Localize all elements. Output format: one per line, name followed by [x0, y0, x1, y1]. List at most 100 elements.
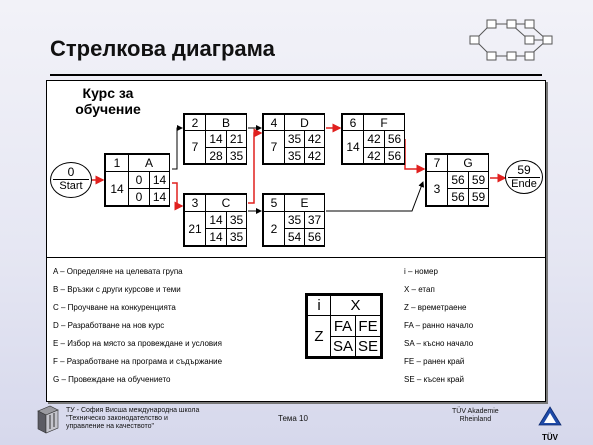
node-c-stage: C [205, 194, 247, 212]
node-c-sa: 14 [205, 228, 227, 246]
diagram-thumbnail-icon [469, 19, 553, 61]
node-key-i: i [307, 295, 331, 316]
node-d: 4 D 7 35 42 35 42 [262, 113, 325, 165]
node-d-sa: 35 [284, 147, 305, 164]
footer-school-line-2: "Техническо законодателство и [66, 415, 168, 422]
node-key-x: X [330, 295, 381, 316]
node-d-number: 4 [263, 114, 285, 131]
node-key-fe: FE [355, 315, 381, 337]
footer-school: ТУ - София Висша международна школа "Тех… [66, 407, 199, 431]
node-g-duration: 3 [426, 171, 448, 206]
node-key-fa: FA [330, 315, 356, 337]
arrow-c-d [248, 128, 263, 204]
node-e-se: 56 [304, 228, 325, 246]
node-c-number: 3 [184, 194, 206, 212]
tuv-triangle-icon [538, 406, 562, 426]
node-b-fa: 14 [205, 130, 227, 148]
footer-academy: TÜV Akademie Rheinland [452, 408, 499, 424]
end-node-divider [508, 177, 540, 178]
legend-key-fa: FA – ранно начало [404, 321, 474, 330]
node-d-fe: 42 [304, 130, 325, 148]
university-logo-icon [37, 405, 59, 434]
node-d-duration: 7 [263, 130, 285, 164]
start-node: 0 Start [50, 162, 92, 198]
node-a-se: 14 [149, 188, 170, 206]
node-b-se: 35 [226, 147, 247, 164]
node-f-fa: 42 [363, 130, 385, 148]
node-g-sa: 56 [447, 188, 469, 206]
legend-item-e: E – Избор на място за провеждане и услов… [53, 339, 222, 348]
node-key-sa: SA [330, 336, 356, 357]
node-b-stage: B [205, 114, 247, 131]
node-g-number: 7 [426, 154, 448, 172]
legend-item-d: D – Разработване на нов курс [53, 321, 165, 330]
node-e-sa: 54 [284, 228, 305, 246]
node-d-stage: D [284, 114, 325, 131]
node-c-duration: 21 [184, 211, 206, 246]
node-a-fa: 0 [128, 171, 150, 189]
legend-key-sa: SA – късно начало [404, 339, 474, 348]
node-a-fe: 14 [149, 171, 170, 189]
node-key-z: Z [307, 315, 331, 357]
node-g: 7 G 3 56 59 56 59 [425, 153, 489, 207]
node-f-sa: 42 [363, 147, 385, 164]
page-title: Стрелкова диаграма [50, 36, 275, 61]
end-node: 59 Ende [505, 160, 543, 194]
footer-school-line-1: ТУ - София Висша международна школа [66, 407, 200, 414]
node-a-stage: A [128, 154, 170, 172]
node-c-se: 35 [226, 228, 247, 246]
arrow-e-g [326, 181, 425, 212]
node-g-fa: 56 [447, 171, 469, 189]
footer-academy-line-1: TÜV Akademie [452, 408, 499, 415]
node-f-se: 56 [384, 147, 405, 164]
legend-item-g: G – Провеждане на обучението [53, 375, 171, 384]
node-c-fe: 35 [226, 211, 247, 229]
node-f-number: 6 [342, 114, 364, 131]
node-e: 5 E 2 35 37 54 56 [262, 193, 325, 247]
legend-key-fe: FE – ранен край [404, 357, 465, 366]
node-e-duration: 2 [263, 211, 285, 246]
diagram-panel: Курс за обучение 0 Start 59 Ende 1 A 14 … [46, 80, 546, 402]
node-e-fe: 37 [304, 211, 325, 229]
node-e-fa: 35 [284, 211, 305, 229]
node-f: 6 F 14 42 56 42 56 [341, 113, 405, 165]
node-a-number: 1 [105, 154, 129, 172]
node-f-stage: F [363, 114, 405, 131]
legend-item-f: F – Разработване на програма и съдържани… [53, 357, 223, 366]
title-rule [50, 74, 542, 76]
node-d-se: 42 [304, 147, 325, 164]
legend-key-z: Z – времетраене [404, 303, 467, 312]
node-b-fe: 21 [226, 130, 247, 148]
node-f-duration: 14 [342, 130, 364, 164]
legend-key-i: i – номер [404, 267, 438, 276]
course-label: Курс за обучение [75, 85, 141, 117]
node-b: 2 B 7 14 21 28 35 [183, 113, 247, 165]
node-b-sa: 28 [205, 147, 227, 164]
start-node-number: 0 [67, 165, 75, 179]
tuv-logo-text: TÜV [542, 433, 558, 442]
footer-school-line-3: управление на качеството" [66, 423, 155, 430]
node-a-duration: 14 [105, 171, 129, 206]
end-node-number: 59 [517, 163, 531, 177]
arrow-a-b [172, 125, 183, 170]
node-g-se: 59 [468, 188, 489, 206]
node-b-duration: 7 [184, 130, 206, 164]
node-d-fa: 35 [284, 130, 305, 148]
start-node-label: Start [59, 180, 83, 192]
node-f-fe: 56 [384, 130, 405, 148]
footer-academy-line-2: Rheinland [459, 416, 492, 423]
legend-key-x: X – етап [404, 285, 435, 294]
node-key-box: i X Z FA FE SA SE [305, 293, 383, 359]
arrow-layer [92, 123, 507, 214]
legend-item-a: A – Определяне на целевата група [53, 267, 183, 276]
node-g-fe: 59 [468, 171, 489, 189]
node-e-stage: E [284, 194, 325, 212]
legend-item-b: B – Връзки с други курсове и теми [53, 285, 181, 294]
footer-topic: Тема 10 [278, 414, 308, 423]
arrow-f-g [404, 139, 426, 174]
node-a-sa: 0 [128, 188, 150, 206]
node-key-se: SE [355, 336, 381, 357]
node-g-stage: G [447, 154, 489, 172]
start-node-divider [53, 179, 89, 180]
end-node-label: Ende [511, 178, 537, 190]
